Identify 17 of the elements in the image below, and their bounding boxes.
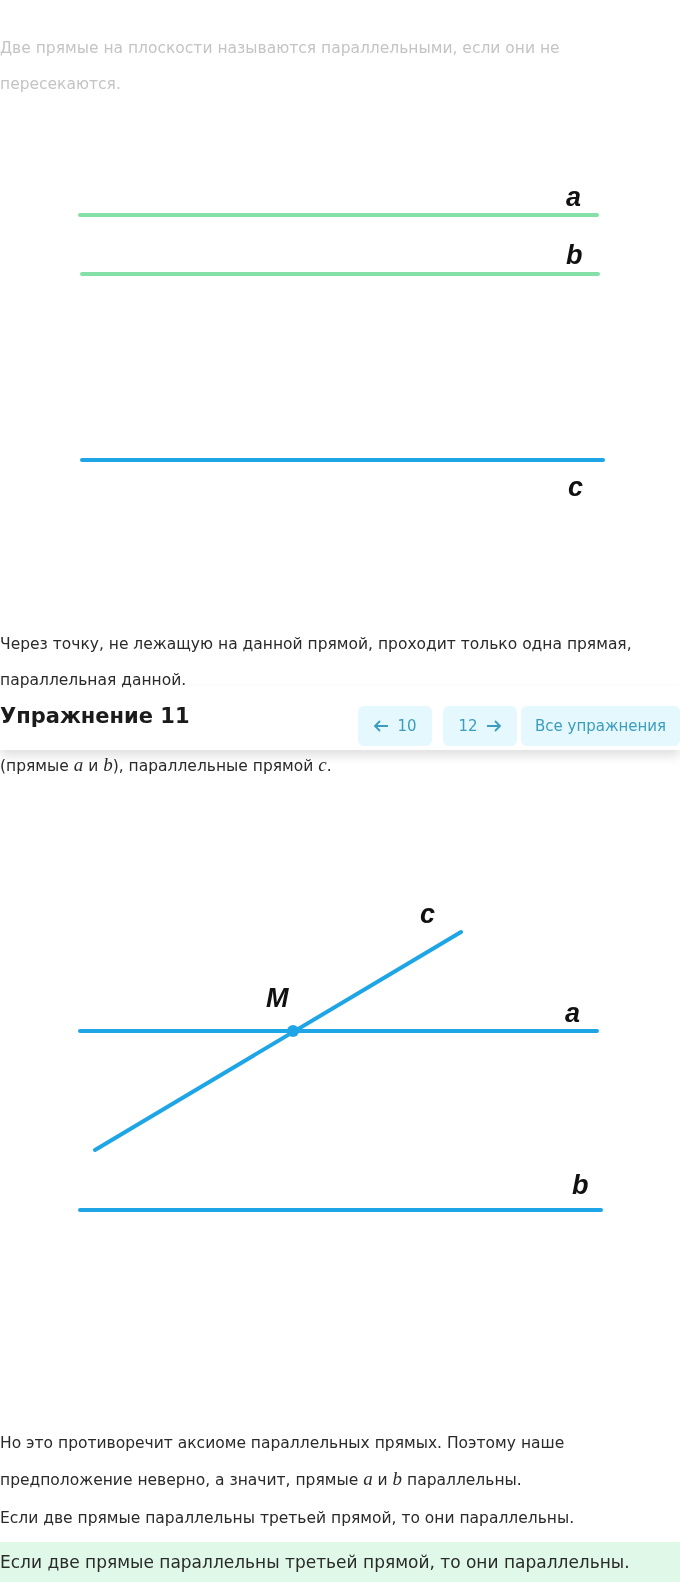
point-label: M	[266, 983, 289, 1013]
line-label: c	[568, 472, 584, 502]
paragraph: Если две прямые параллельны третьей прямой, то они параллельны.	[0, 1508, 576, 1529]
next-button: 12	[443, 706, 517, 746]
exercises-button: Все упражнения	[521, 706, 680, 746]
line-label: b	[566, 240, 583, 270]
line-label: a	[566, 182, 582, 212]
paragraph: Две прямые на плоскости называются параллельными, если они не пересекаются.	[0, 38, 561, 95]
paragraph: Но это противоречит аксиоме параллельных прямых. Поэтому наше предположение неверно, а значит, прямые a и b параллельны.	[0, 1433, 566, 1491]
line-label: a	[565, 998, 581, 1028]
line-label: b	[572, 1170, 589, 1200]
section-heading: Упражнение 11	[0, 703, 190, 730]
paragraph: (прямые a и b), параллельные прямой c.	[0, 753, 333, 777]
line-label: c	[420, 899, 436, 929]
paragraph: Через точку, не лежащую на данной прямой, проходит только одна прямая, параллельная данной.	[0, 634, 633, 691]
prev-button: 10	[358, 706, 432, 746]
highlighted-statement: Если две прямые параллельны третьей прямой, то они параллельны.	[0, 1542, 680, 1582]
